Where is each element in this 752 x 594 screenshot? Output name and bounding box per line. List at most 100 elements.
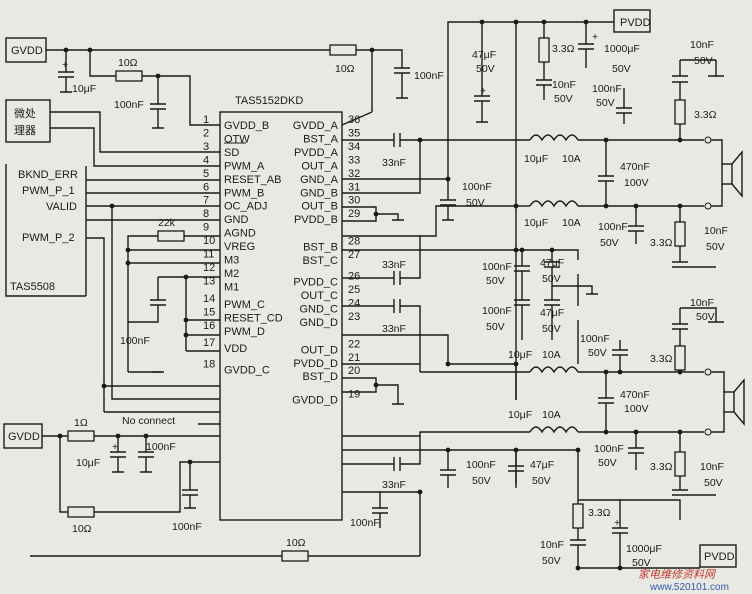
junction-dot [369, 47, 375, 53]
pin-name-left: GVDD_B [224, 120, 269, 132]
junction-dot [417, 489, 423, 495]
pin-num-left: 12 [203, 262, 215, 274]
pin-num-left: 3 [203, 141, 209, 153]
svg-text:+: + [480, 85, 486, 97]
pin-name-left: OC_ADJ [224, 201, 267, 213]
pin-name-left: VDD [224, 343, 247, 355]
pin-name-right: GND_A [300, 174, 339, 186]
pin-num-left: 7 [203, 195, 209, 207]
pin-name-right: PVDD_C [293, 277, 338, 289]
junction-dots [57, 19, 683, 571]
c-label-470n-a: 470nF [620, 161, 650, 173]
c-label-47u-a: 47μF [472, 49, 496, 61]
c-label-100n-g: 100nF [598, 221, 628, 233]
c-label-1000u-a: 1000μF [604, 43, 640, 55]
pin-num-left: 18 [203, 359, 215, 371]
c-label-100n-k: 100nF [594, 443, 624, 455]
c-label-50v-l: 50V [542, 323, 561, 335]
c-label-50v-m: 50V [588, 347, 607, 359]
r-label-22k: 22k [158, 217, 176, 229]
gvdd-top-label: GVDD [11, 45, 43, 57]
pin-num-right: 28 [348, 236, 360, 248]
junction-dot [183, 274, 189, 280]
junction-dot [445, 176, 451, 182]
c-label-47u-b: 47μF [540, 257, 564, 269]
svg-text:+: + [62, 59, 68, 71]
l-label-a-amp: 10A [562, 153, 581, 165]
watermark-url: www.520101.com [649, 582, 729, 593]
c-label-50v-i: 50V [486, 275, 505, 287]
c-label-10n-d: 10nF [690, 297, 714, 309]
junction-dot [513, 447, 519, 453]
mcu-box [5, 99, 51, 143]
c-label-10n-a: 10nF [552, 79, 576, 91]
c-label-50v-a: 50V [476, 63, 495, 75]
resistor-10ohm-top [329, 44, 357, 56]
c-label-10n-c: 10nF [704, 225, 728, 237]
r-label-top-10: 10Ω [335, 63, 355, 75]
resistor-3-3-snubber-b [572, 503, 584, 529]
pin-num-right: 24 [348, 297, 360, 309]
c-label-100n-vreg: 100nF [120, 335, 150, 347]
c-label-33n-c: 33nF [382, 323, 406, 335]
sig-valid: VALID [46, 201, 77, 213]
junction-dot [677, 203, 683, 209]
pin-num-right: 19 [348, 389, 360, 401]
resistor-10ohm-left [115, 70, 143, 82]
pin-name-left: VREG [224, 241, 255, 253]
pin-name-left: SD [224, 147, 239, 159]
pin-num-right: 29 [348, 208, 360, 220]
pin-num-right: 32 [348, 168, 360, 180]
r-label-3-3-f: 3.3Ω [588, 507, 611, 519]
pin-name-right: OUT_B [301, 201, 338, 213]
c-label-50v-j: 50V [542, 273, 561, 285]
pin-name-right: GND_B [300, 187, 338, 199]
junction-dot [603, 203, 609, 209]
pin-name-right: GND_D [299, 317, 338, 329]
pin-num-left: 17 [203, 337, 215, 349]
pin-num-left: 14 [203, 293, 215, 305]
pin-num-left: 2 [203, 127, 209, 139]
junction-dot [541, 19, 547, 25]
pin-num-left: 16 [203, 320, 215, 332]
l-label-a: 10μF [524, 153, 548, 165]
c-label-100n-l: 100nF [466, 459, 496, 471]
junction-dot [513, 203, 519, 209]
junction-dot [373, 382, 379, 388]
c-label-50v-s: 50V [542, 555, 561, 567]
junction-dot [677, 137, 683, 143]
r-label-1: 1Ω [74, 417, 88, 429]
pin-name-left: PWM_B [224, 187, 264, 199]
junction-dot [63, 47, 69, 53]
tas5508-label: TAS5508 [10, 281, 55, 293]
c-label-100n-d: 100nF [172, 521, 202, 533]
l-label-b-amp: 10A [562, 217, 581, 229]
pin-name-right: GND_C [299, 303, 338, 315]
c-label-100n-b: 100nF [114, 99, 144, 111]
pin-name-right: BST_B [303, 242, 338, 254]
pin-num-right: 26 [348, 271, 360, 283]
junction-dot [445, 447, 451, 453]
junction-dot [633, 203, 639, 209]
pin-name-left: PWM_C [224, 299, 265, 311]
pin-num-right: 27 [348, 249, 360, 261]
chip-body [219, 111, 343, 521]
pin-num-right: 33 [348, 154, 360, 166]
l-label-b: 10μF [524, 217, 548, 229]
pin-num-right: 21 [348, 352, 360, 364]
resistor-3-3-spk-a [674, 99, 686, 125]
junction-dot [155, 73, 161, 79]
resistor-3-3-spk-b [674, 221, 686, 247]
sig-pwm1: PWM_P_1 [22, 185, 75, 197]
junction-dot [125, 260, 131, 266]
c-label-50v-r: 50V [532, 475, 551, 487]
junction-dot [187, 459, 193, 465]
c-label-50v-n: 50V [696, 311, 715, 323]
junction-dot [575, 565, 581, 571]
c-label-50v-e: 50V [596, 97, 615, 109]
pin-name-left: M3 [224, 255, 239, 267]
c-label-33n-d: 33nF [382, 479, 406, 491]
junction-dot [125, 247, 131, 253]
c-label-100n-a: 100nF [414, 70, 444, 82]
